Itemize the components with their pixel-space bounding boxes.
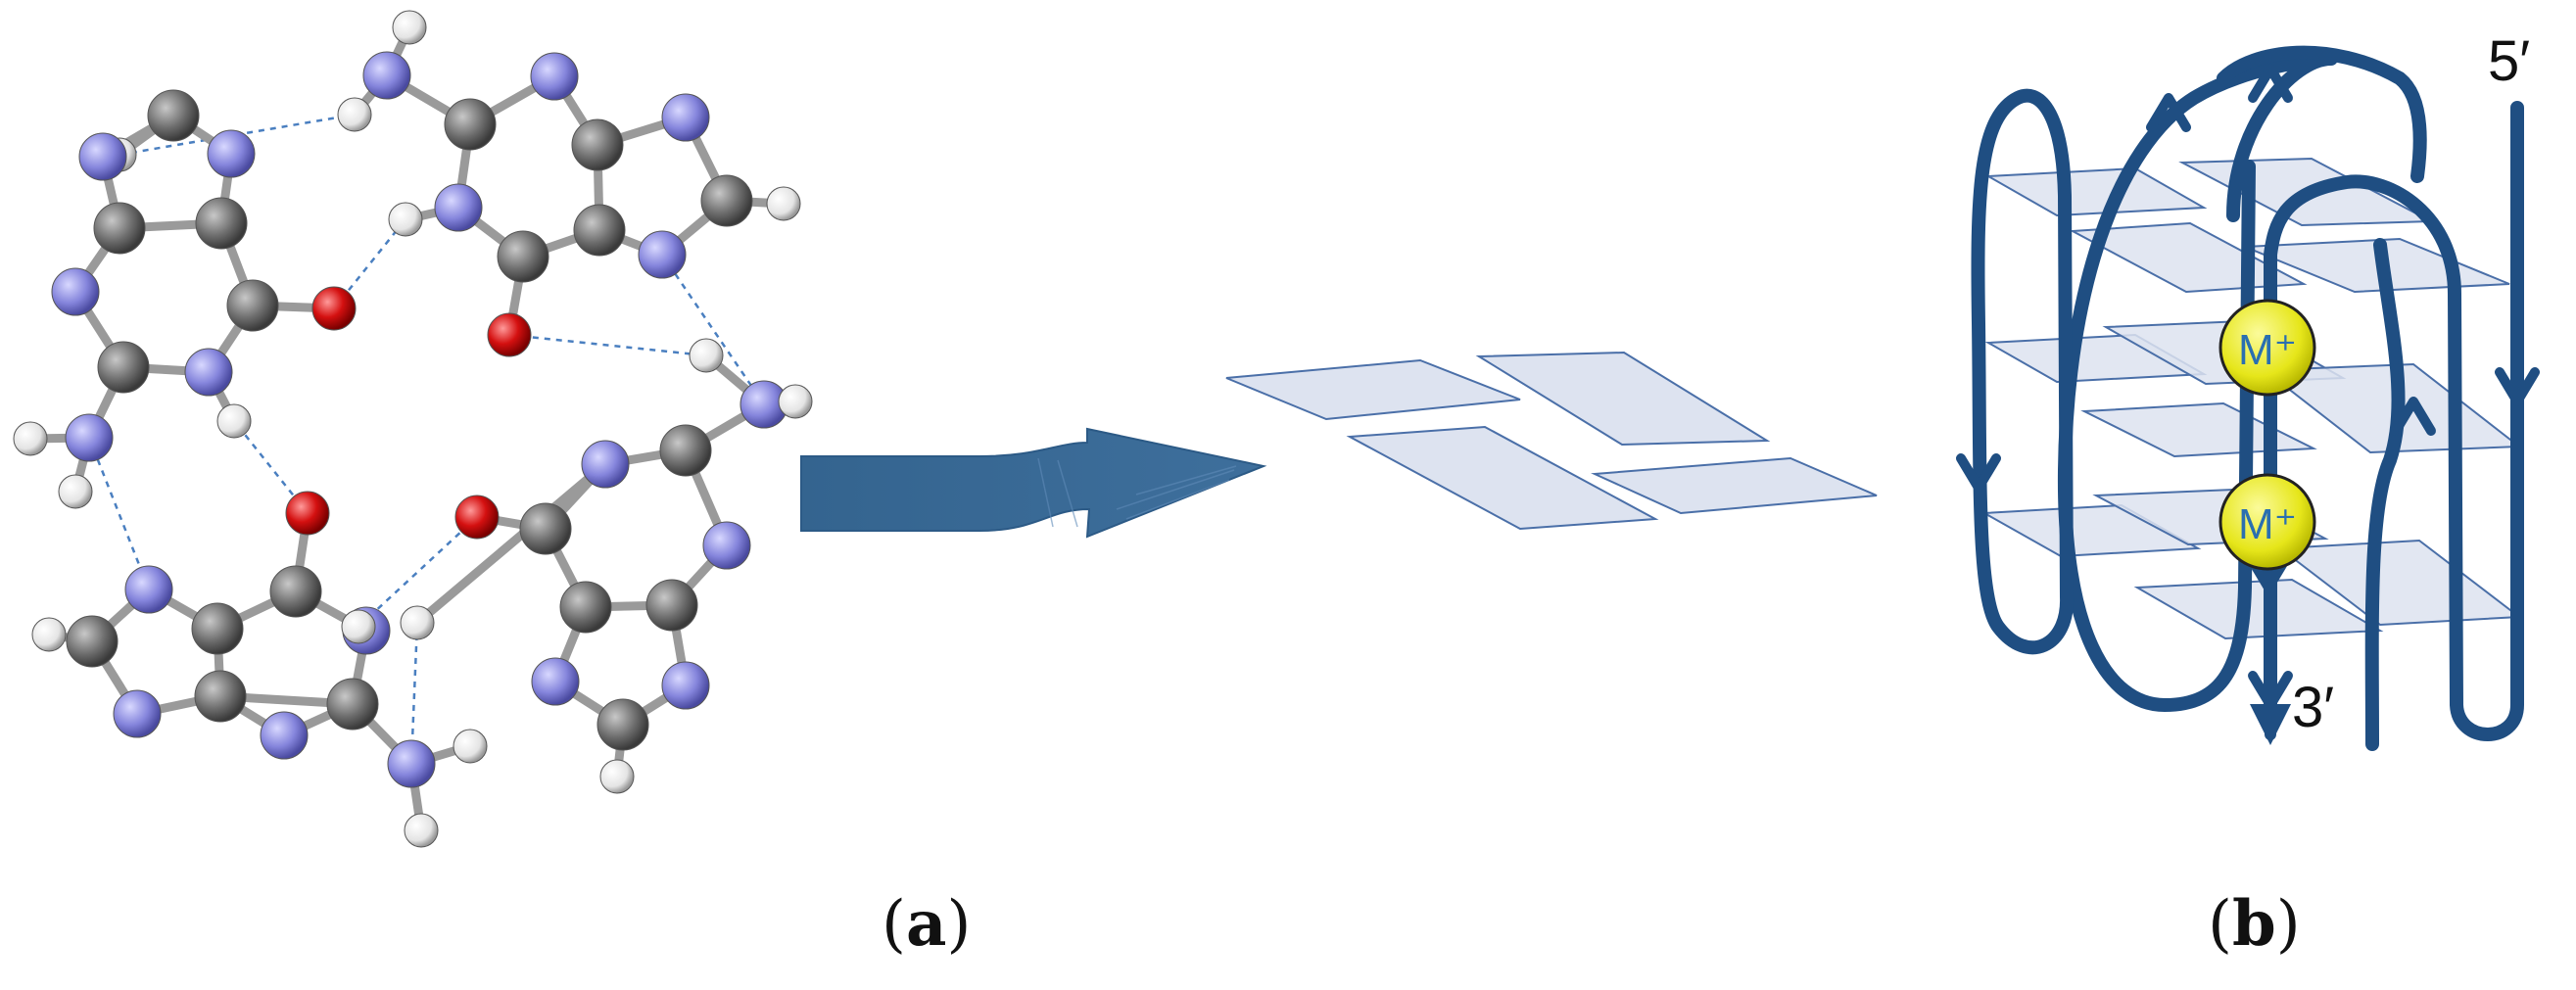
panel-label-b: (b) [2208,887,2301,961]
nitrogen-atom [581,440,630,489]
carbon-atom [444,98,497,151]
nitrogen-atom [113,689,162,738]
hydrogen-atom [453,729,488,764]
hydrogen-atom [58,474,93,509]
five-prime-label: 5′ [2488,29,2530,93]
direction-arrow [2495,367,2540,406]
strand-segment [1971,88,2075,655]
strand-segment [2364,238,2406,751]
carbon-atom [645,579,698,632]
carbon-atom [93,202,146,255]
carbon-atom [194,670,247,723]
nitrogen-atom [702,521,751,570]
carbon-atom [573,204,626,257]
nitrogen-atom [207,129,256,178]
hydrogen-bond [333,218,406,309]
tetrad-plate [1346,425,1659,531]
nitrogen-atom [124,565,173,614]
nitrogen-atom [530,52,579,101]
hydrogen-atom [404,813,439,848]
carbon-atom [596,698,649,751]
nitrogen-atom [65,413,114,462]
hydrogen-atom [31,617,67,652]
covalent-bond [412,459,610,628]
carbon-atom [66,615,119,668]
oxygen-atom [311,286,357,331]
direction-arrow [2146,93,2191,132]
carbon-atom [700,174,753,227]
carbon-atom [326,678,379,731]
nitrogen-atom [638,230,687,279]
nitrogen-atom [661,661,710,710]
hydrogen-atom [216,403,252,439]
hydrogen-atom [599,759,635,794]
hydrogen-atom [392,10,427,45]
planar-tetrad [1225,351,1878,531]
hydrogen-atom [689,338,724,373]
oxygen-atom [285,491,330,536]
nitrogen-atom [531,657,580,706]
metal-ion-1: M⁺ [2218,299,2316,397]
nitrogen-atom [434,183,483,232]
carbon-atom [519,502,572,555]
carbon-atom [147,89,200,142]
g-tetrad-molecule [13,10,813,848]
strand-segment [2250,101,2524,745]
tetrad-plate [1591,456,1878,515]
ion-label: M⁺ [2238,500,2297,548]
carbon-atom [269,565,322,618]
hydrogen-atom [13,421,48,456]
hydrogen-bond [508,333,707,357]
oxygen-atom [454,495,500,540]
transition-arrow [800,427,1267,539]
nitrogen-atom [260,711,309,760]
atoms [13,10,813,848]
nitrogen-atom [661,93,710,142]
hydrogen-atom [766,186,801,221]
g-quadruplex-fold: M⁺ M⁺ 5′ 3′ [1956,29,2540,751]
nitrogen-atom [184,348,233,397]
tetrad-plate [1225,358,1521,421]
strand-segment [2217,45,2427,183]
oxygen-atom [487,312,532,357]
nitrogen-atom [362,51,411,100]
hydrogen-bond [87,437,151,590]
direction-arrow [2391,397,2436,436]
tetrad-plate [1984,166,2208,217]
ion-label: M⁺ [2238,326,2297,374]
hydrogen-bond [660,254,766,405]
carbon-atom [191,602,244,655]
tetrad-plate [1475,351,1771,447]
direction-arrow [2248,64,2293,103]
tetrad-plate [2080,401,2317,458]
carbon-atom [97,341,150,394]
hydrogen-atom [341,609,376,644]
hydrogen-bond [358,516,478,628]
hydrogen-atom [388,202,423,237]
tetrad-plate [1980,503,2202,558]
three-prime-label: 3′ [2292,676,2334,739]
nitrogen-atom [78,132,127,181]
hydrogen-atom [337,97,372,132]
direction-arrow [1956,453,2001,493]
panel-label-a: (a) [882,887,972,961]
metal-ion-2: M⁺ [2218,473,2316,571]
nitrogen-atom [387,739,436,788]
carbon-atom [571,118,624,171]
carbon-atom [497,230,549,283]
hydrogen-bond [233,420,309,514]
carbon-atom [659,424,712,477]
hydrogen-atom [400,605,435,640]
carbon-atom [559,581,612,634]
nitrogen-atom [51,267,100,316]
carbon-atom [226,279,279,332]
carbon-atom [195,197,248,250]
hydrogen-atom [778,384,813,419]
